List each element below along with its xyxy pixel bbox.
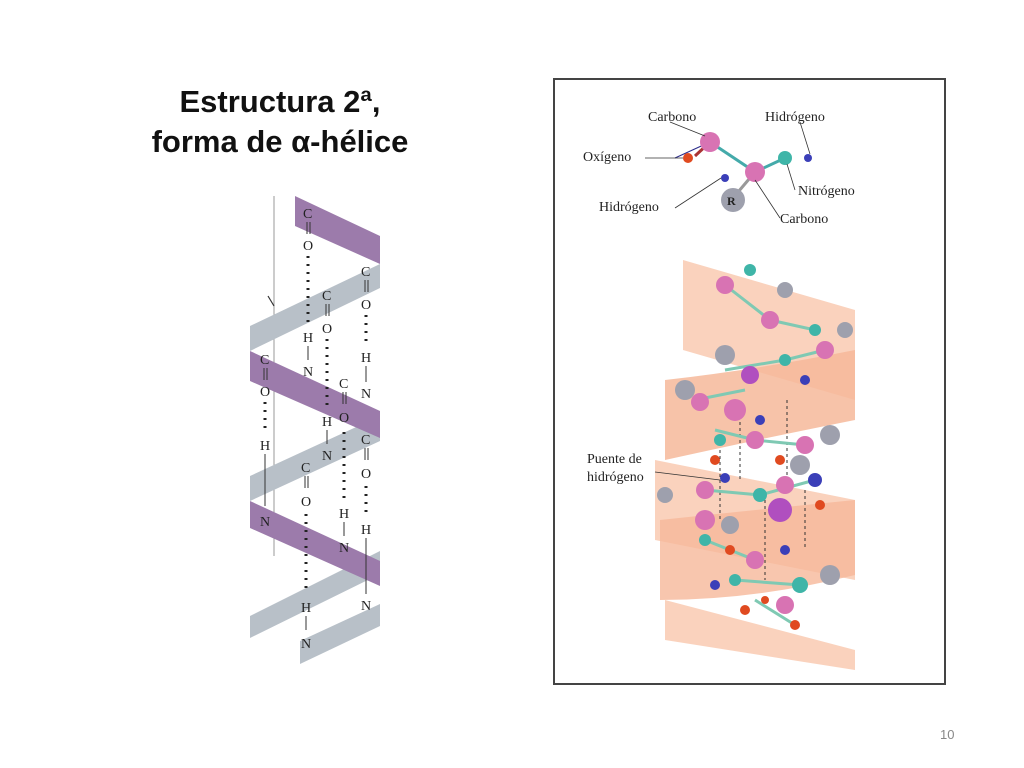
- atom-carbon: C: [301, 461, 310, 476]
- hydrogen-atom: [721, 174, 729, 182]
- helix-band-front: [250, 351, 380, 438]
- label-carbono-bottom: Carbono: [780, 212, 829, 227]
- peach-helix-ribbon: [655, 260, 855, 670]
- label-hidrogeno-left: Hidrógeno: [599, 200, 659, 215]
- nitrogen-atom: [778, 151, 792, 165]
- atom-nitrogen: N: [303, 365, 313, 380]
- atom-carbon: C: [260, 353, 269, 368]
- atom-hydrogen: H: [260, 439, 270, 454]
- title-line-2: forma de α-hélice: [151, 124, 409, 159]
- molecular-model-panel: Carbono Hidrógeno Oxígeno Nitrógeno Hidr…: [553, 78, 946, 685]
- atom-oxygen: O: [361, 467, 371, 482]
- label-r-group: R: [727, 194, 736, 208]
- carbon-atom: [700, 132, 720, 152]
- bond-column-1: C O H N: [303, 207, 313, 380]
- label-nitrogeno: Nitrógeno: [798, 184, 855, 199]
- atom-nitrogen: N: [322, 449, 332, 464]
- label-puente-line1: Puente de: [587, 452, 642, 467]
- hydrogen-bond-pointer: [654, 471, 721, 481]
- label-hidrogeno-top: Hidrógeno: [765, 110, 825, 125]
- bond-column-5: C O H N: [339, 377, 349, 556]
- atom-oxygen: O: [361, 298, 371, 313]
- atom-nitrogen: N: [301, 637, 311, 652]
- residue-model: [645, 121, 812, 219]
- atom-hydrogen: H: [301, 601, 311, 616]
- atom-carbon: C: [361, 265, 370, 280]
- tick-mark: [267, 295, 275, 307]
- atom-nitrogen: N: [339, 541, 349, 556]
- atom-oxygen: O: [260, 385, 270, 400]
- label-oxigeno: Oxígeno: [583, 150, 632, 165]
- carbon-atom: [745, 162, 765, 182]
- atom-hydrogen: H: [361, 351, 371, 366]
- helix-band-back: [250, 551, 380, 638]
- slide-title: Estructura 2ª, forma de α-hélice: [95, 82, 465, 162]
- hydrogen-bonds: [719, 400, 806, 580]
- title-line-1: Estructura 2ª,: [179, 84, 381, 119]
- atom-hydrogen: H: [339, 507, 349, 522]
- atom-oxygen: O: [322, 322, 332, 337]
- hydrogen-atom: [804, 154, 812, 162]
- atom-oxygen: O: [339, 411, 349, 426]
- slide-number: 10: [940, 727, 955, 742]
- label-puente-line2: hidrógeno: [587, 470, 644, 485]
- atom-hydrogen: H: [361, 523, 371, 538]
- atom-oxygen: O: [303, 239, 313, 254]
- atom-carbon: C: [322, 289, 331, 304]
- helix-band-front: [250, 501, 380, 586]
- bond-column-7: C O H N: [361, 433, 371, 614]
- helix-band-back: [250, 264, 380, 351]
- atom-carbon: C: [303, 207, 312, 222]
- helix-band-back: [300, 604, 380, 664]
- r-group-atom: [721, 188, 745, 212]
- molecular-helix-illustration: [645, 121, 855, 670]
- oxygen-atom: [683, 153, 693, 163]
- atom-carbon: C: [361, 433, 370, 448]
- atom-nitrogen: N: [361, 387, 371, 402]
- atom-oxygen: O: [301, 495, 311, 510]
- atom-hydrogen: H: [303, 331, 313, 346]
- atom-hydrogen: H: [322, 415, 332, 430]
- bond-column-4: C O H N: [260, 353, 270, 530]
- label-carbono-top: Carbono: [648, 110, 697, 125]
- helix-band-front: [295, 196, 380, 264]
- bond-column-6: C O H N: [301, 461, 311, 652]
- atoms: [657, 264, 853, 630]
- bond-column-2: C O H N: [322, 289, 332, 464]
- atom-nitrogen: N: [260, 515, 270, 530]
- bond-column-3: C O H N: [361, 265, 371, 402]
- helix-band-back: [250, 416, 380, 501]
- alpha-helix-ribbon-diagram: C O H N C O H N C O H N C O H N C: [250, 196, 380, 664]
- atom-nitrogen: N: [361, 599, 371, 614]
- atom-carbon: C: [339, 377, 348, 392]
